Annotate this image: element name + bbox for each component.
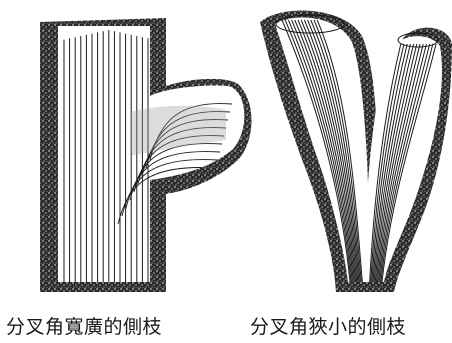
left-arm-grain-line bbox=[294, 19, 355, 282]
left-arm-grain-line bbox=[297, 19, 357, 282]
left-arm-grain-line bbox=[281, 19, 351, 282]
right-arm-grain-line bbox=[381, 43, 437, 282]
right-arm-grain-line bbox=[378, 43, 427, 282]
left-arm-grain-line bbox=[284, 19, 352, 282]
right-arm-grain-line bbox=[369, 43, 402, 282]
wide-angle-branch-figure bbox=[40, 18, 252, 292]
right-arm-grain-line bbox=[377, 43, 424, 282]
right-left-arm-cut bbox=[275, 14, 345, 34]
left-arm-grain-line bbox=[313, 19, 362, 282]
left-arm-grain-line bbox=[316, 19, 363, 282]
right-right-arm-cut bbox=[397, 32, 439, 48]
right-grain-lines bbox=[281, 19, 437, 282]
right-arm-grain-line bbox=[370, 43, 405, 282]
right-arm-grain-line bbox=[373, 43, 415, 282]
right-arm-grain-line bbox=[371, 43, 408, 282]
left-branch-grain-lines bbox=[117, 103, 233, 225]
caption-wide-angle-branch: 分叉角寬廣的側枝 bbox=[6, 316, 163, 338]
left-arm-grain-line bbox=[303, 19, 359, 282]
right-arm-grain-line bbox=[372, 43, 411, 282]
left-arm-grain-line bbox=[287, 19, 353, 282]
caption-narrow-angle-branch: 分叉角狹小的側枝 bbox=[250, 316, 407, 338]
right-arm-grain-line bbox=[375, 43, 421, 282]
left-arm-grain-line bbox=[291, 19, 354, 282]
right-arm-grain-line bbox=[374, 43, 418, 282]
left-arm-grain-line bbox=[310, 19, 361, 282]
narrow-angle-branch-figure bbox=[260, 10, 452, 293]
branch-grain-line bbox=[117, 167, 217, 225]
right-arm-grain-line bbox=[380, 43, 434, 282]
right-wood bbox=[275, 17, 442, 282]
left-arm-grain-line bbox=[300, 19, 358, 282]
left-grain-lines bbox=[63, 30, 149, 282]
right-arm-grain-line bbox=[379, 43, 431, 282]
branch-grain-line bbox=[121, 159, 219, 217]
left-arm-grain-line bbox=[307, 19, 360, 282]
left-junction-shading bbox=[130, 105, 226, 156]
